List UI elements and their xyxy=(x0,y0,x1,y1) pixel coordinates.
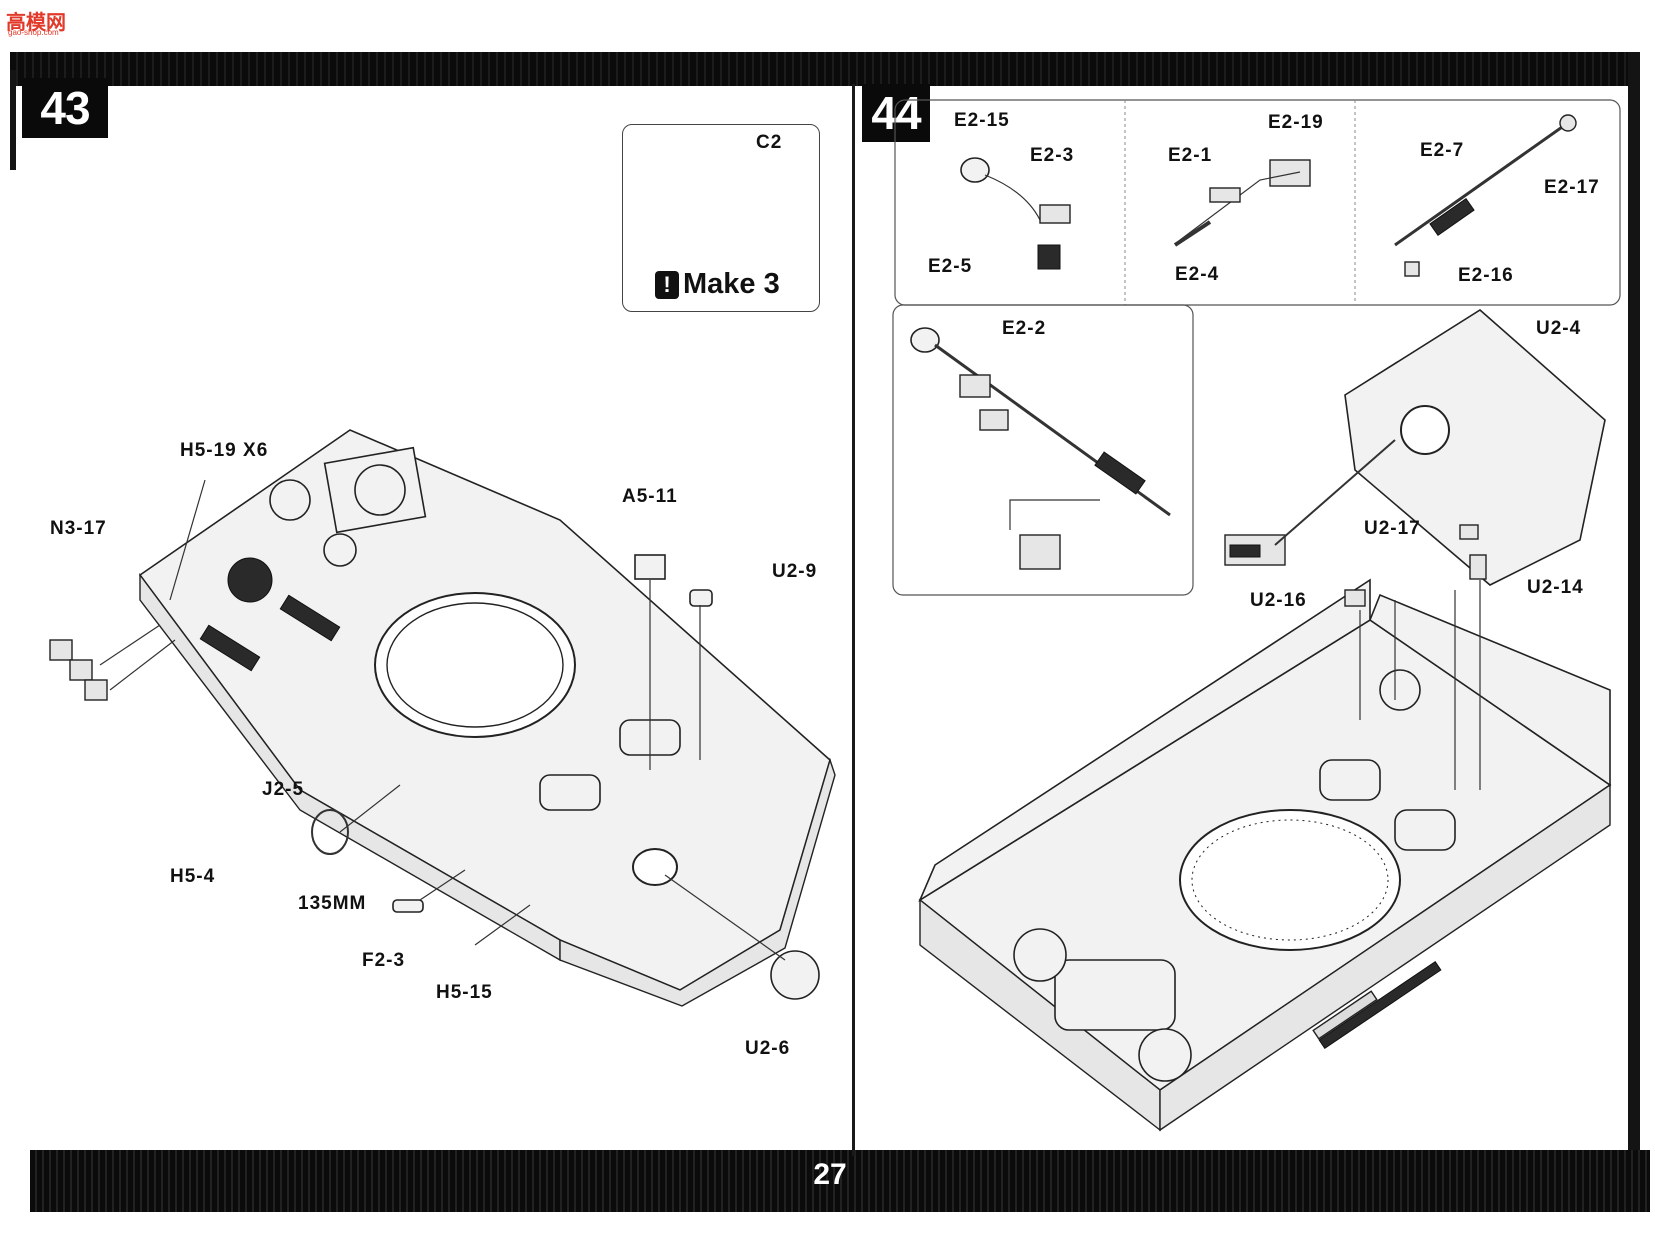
make-3-text: Make 3 xyxy=(683,268,780,300)
label-e2-5: E2-5 xyxy=(928,256,973,277)
left-border-bar xyxy=(10,70,16,170)
commander-mg-assembly xyxy=(1224,439,1396,566)
label-e2-1: E2-1 xyxy=(1168,145,1213,166)
label-u2-16: U2-16 xyxy=(1250,590,1307,611)
step-43-number: 43 xyxy=(22,78,108,138)
hull-43-illustration xyxy=(49,429,836,1007)
watermark-logo-sub: gao-shop.com xyxy=(8,28,59,37)
exclamation-icon: ! xyxy=(655,270,679,299)
label-h5-4: H5-4 xyxy=(170,866,216,887)
label-a5-11: A5-11 xyxy=(622,486,678,507)
make-3-note: ! Make 3 xyxy=(655,268,780,301)
label-e2-3: E2-3 xyxy=(1030,145,1075,166)
label-n3-17: N3-17 xyxy=(50,518,107,539)
label-e2-7: E2-7 xyxy=(1420,140,1465,161)
label-h5-15: H5-15 xyxy=(436,982,493,1003)
label-e2-17: E2-17 xyxy=(1544,177,1600,198)
label-e2-15: E2-15 xyxy=(954,110,1010,131)
step-44-number: 44 xyxy=(862,84,930,142)
hull-44-illustration xyxy=(918,309,1612,1132)
label-e2-4: E2-4 xyxy=(1175,264,1220,285)
label-u2-14: U2-14 xyxy=(1527,577,1584,598)
label-u2-4: U2-4 xyxy=(1536,318,1582,339)
label-u2-17: U2-17 xyxy=(1364,518,1421,539)
right-border-bar xyxy=(1628,52,1640,1212)
label-f2-3: F2-3 xyxy=(362,950,406,971)
label-e2-16: E2-16 xyxy=(1458,265,1514,286)
label-u2-9: U2-9 xyxy=(772,561,818,582)
label-h5-19-x6: H5-19 X6 xyxy=(180,440,269,461)
label-135mm: 135MM xyxy=(298,893,367,914)
label-j2-5: J2-5 xyxy=(262,779,305,800)
watermark-logo: 高模网 xyxy=(6,12,66,34)
label-e2-2: E2-2 xyxy=(1002,318,1047,339)
label-e2-19: E2-19 xyxy=(1268,112,1324,133)
step-divider xyxy=(852,84,855,1156)
page-number: 27 xyxy=(813,1158,847,1191)
bottom-border-bar xyxy=(30,1150,1650,1212)
subassembly-strip-44 xyxy=(894,99,1621,306)
label-u2-6: U2-6 xyxy=(745,1038,791,1059)
top-border-bar xyxy=(10,52,1640,86)
label-c2: C2 xyxy=(756,132,783,153)
gun-subassembly-44 xyxy=(892,304,1194,596)
